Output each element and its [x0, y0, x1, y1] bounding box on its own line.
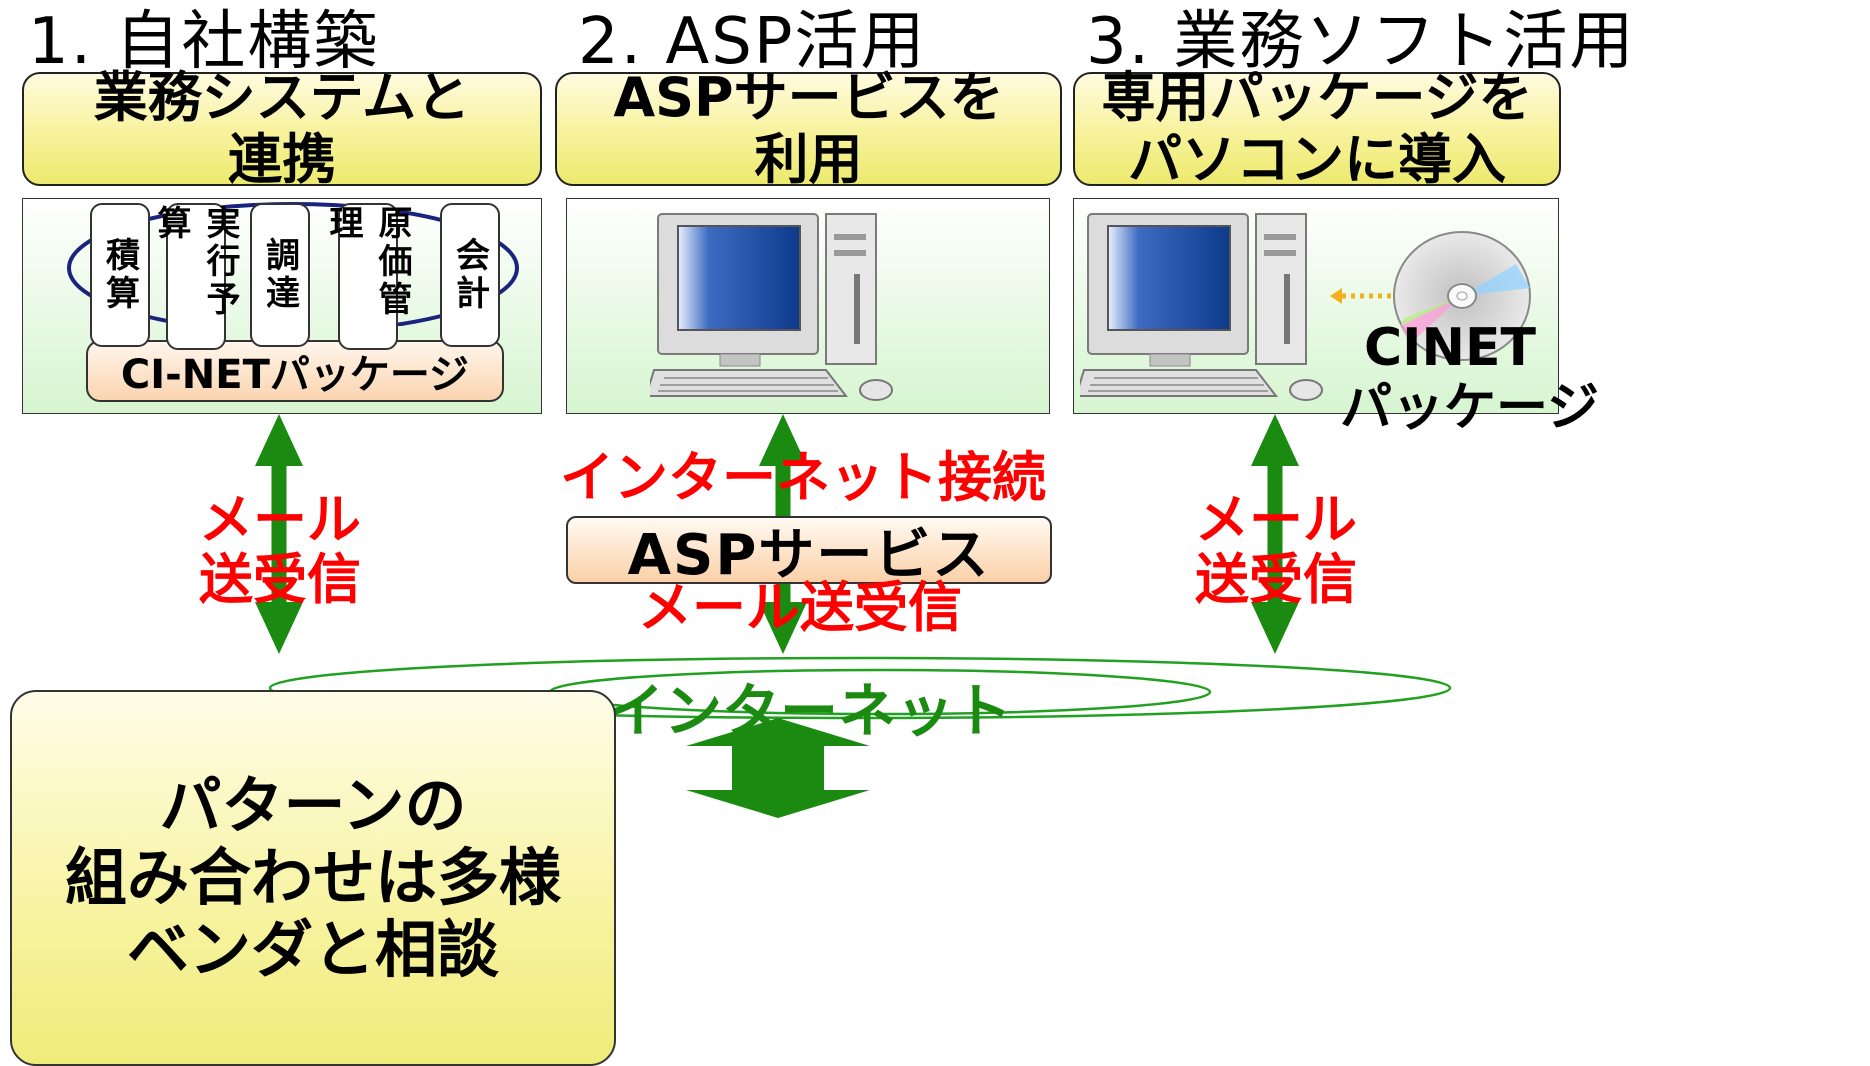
module-card-estimate: 積算 — [90, 203, 150, 347]
title-line: ASPサービスを — [613, 66, 1004, 129]
pattern-line: パターンの — [159, 769, 467, 842]
asp-service-bar: ASPサービス — [566, 516, 1052, 588]
title-line: 利用 — [754, 128, 863, 191]
cinet-line: パッケージ — [1340, 378, 1599, 438]
mail-line: メール — [199, 488, 361, 551]
mail-arrow-business-software — [1251, 414, 1299, 654]
bidirectional-arrow-icon — [686, 718, 870, 818]
pattern-note-box: パターンの 組み合わせは多様 ベンダと相談 — [10, 690, 616, 1066]
module-card-procurement: 調達 — [250, 203, 310, 347]
title-box-self-build: 業務システムと 連携 — [22, 67, 542, 191]
pattern-line: ベンダと相談 — [126, 913, 499, 986]
heading-self-build: 1. 自社構築 — [28, 5, 380, 79]
mail-arrow-self-build — [255, 414, 303, 654]
pattern-line: 組み合わせは多様 — [64, 841, 561, 914]
heading-business-software: 3. 業務ソフト活用 — [1086, 5, 1636, 79]
mail-line: 送受信 — [1195, 548, 1357, 611]
internet-connection-label: インターネット接続 — [560, 446, 1046, 509]
mail-label-business-software: メール 送受信 — [1166, 490, 1386, 610]
title-box-asp: ASPサービスを 利用 — [555, 67, 1062, 191]
mail-line: メール — [1195, 488, 1357, 551]
title-line: パソコンに導入 — [1128, 128, 1506, 191]
cinet-package-bar: CI-NETパッケージ — [86, 340, 504, 402]
dotted-arrow-icon — [1330, 288, 1394, 304]
cinet-line: CINET — [1363, 318, 1537, 378]
computer-icon — [1080, 213, 1323, 401]
title-box-business-software: 専用パッケージを パソコンに導入 — [1073, 67, 1561, 191]
mail-line: 送受信 — [199, 548, 361, 611]
title-line: 業務システムと — [93, 66, 471, 129]
title-line: 専用パッケージを — [1101, 66, 1533, 129]
heading-asp: 2. ASP活用 — [578, 5, 927, 79]
module-card-accounting: 会計 — [440, 203, 500, 347]
computer-icon — [650, 213, 893, 401]
title-line: 連携 — [228, 128, 336, 191]
mail-label-self-build: メール 送受信 — [170, 490, 390, 610]
asp-mail-label: メール送受信 — [638, 576, 962, 639]
cd-disc-icon — [1393, 231, 1531, 361]
cinet-package-label: CINET パッケージ — [1340, 318, 1599, 438]
